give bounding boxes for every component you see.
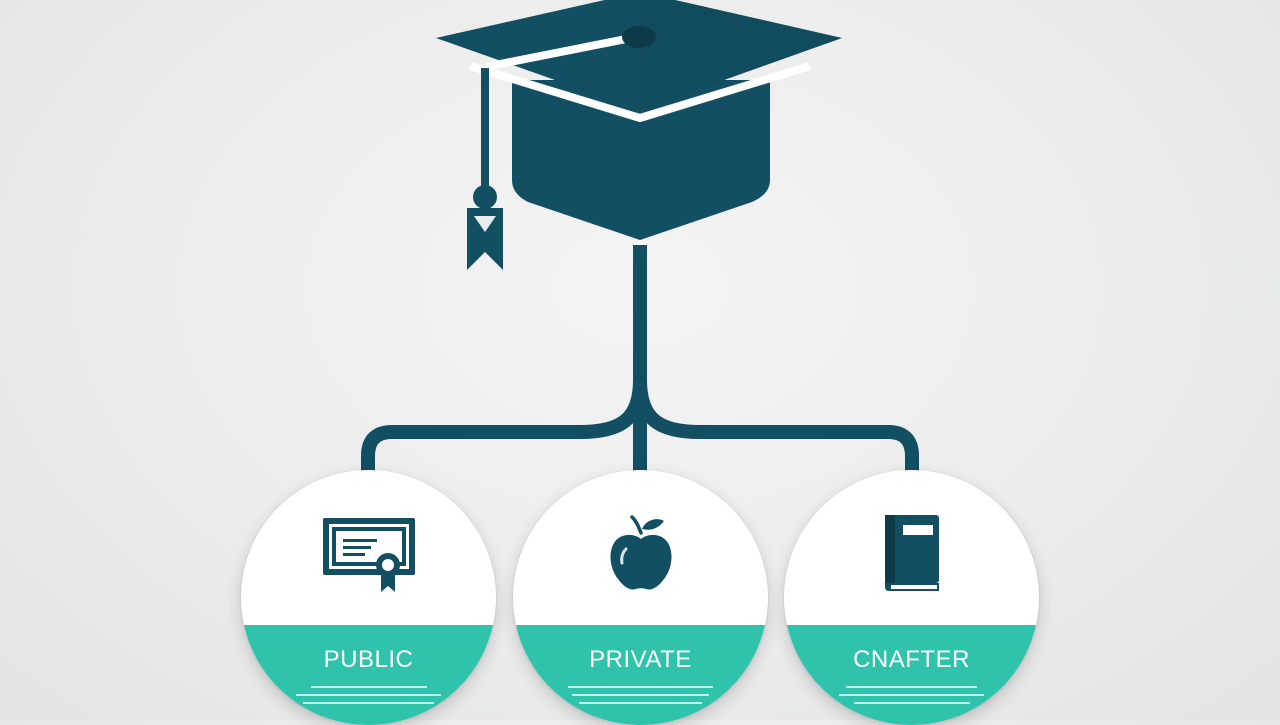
node-label: CNAFTER <box>853 646 970 673</box>
node-public: PUBLIC <box>241 470 496 725</box>
certificate-icon <box>322 518 415 592</box>
node-description-lines <box>839 686 984 710</box>
node-description-lines <box>296 686 441 710</box>
node-label: PUBLIC <box>323 646 414 673</box>
cap-body <box>512 80 770 240</box>
branch-left-line <box>361 379 647 472</box>
node-description-lines <box>568 686 713 710</box>
connector-lines <box>361 245 919 472</box>
tassel-tip <box>467 208 503 270</box>
cap-rim <box>468 62 812 122</box>
node-label: PRIVATE <box>589 646 692 673</box>
node-band <box>513 625 768 725</box>
branch-right-line <box>633 379 919 472</box>
tassel-knot <box>473 185 497 209</box>
mortarboard-highlight <box>640 0 842 110</box>
node-private: PRIVATE <box>513 470 768 725</box>
tassel-string <box>481 68 489 192</box>
node-charter: CNAFTER <box>784 470 1039 725</box>
node-band <box>784 625 1039 725</box>
mortarboard <box>436 0 842 110</box>
book-icon <box>884 515 939 591</box>
apple-icon <box>610 515 671 590</box>
node-band <box>241 625 496 725</box>
tassel-cord-top <box>486 33 640 70</box>
cap-button <box>622 26 656 48</box>
graduation-cap-icon <box>436 0 842 270</box>
